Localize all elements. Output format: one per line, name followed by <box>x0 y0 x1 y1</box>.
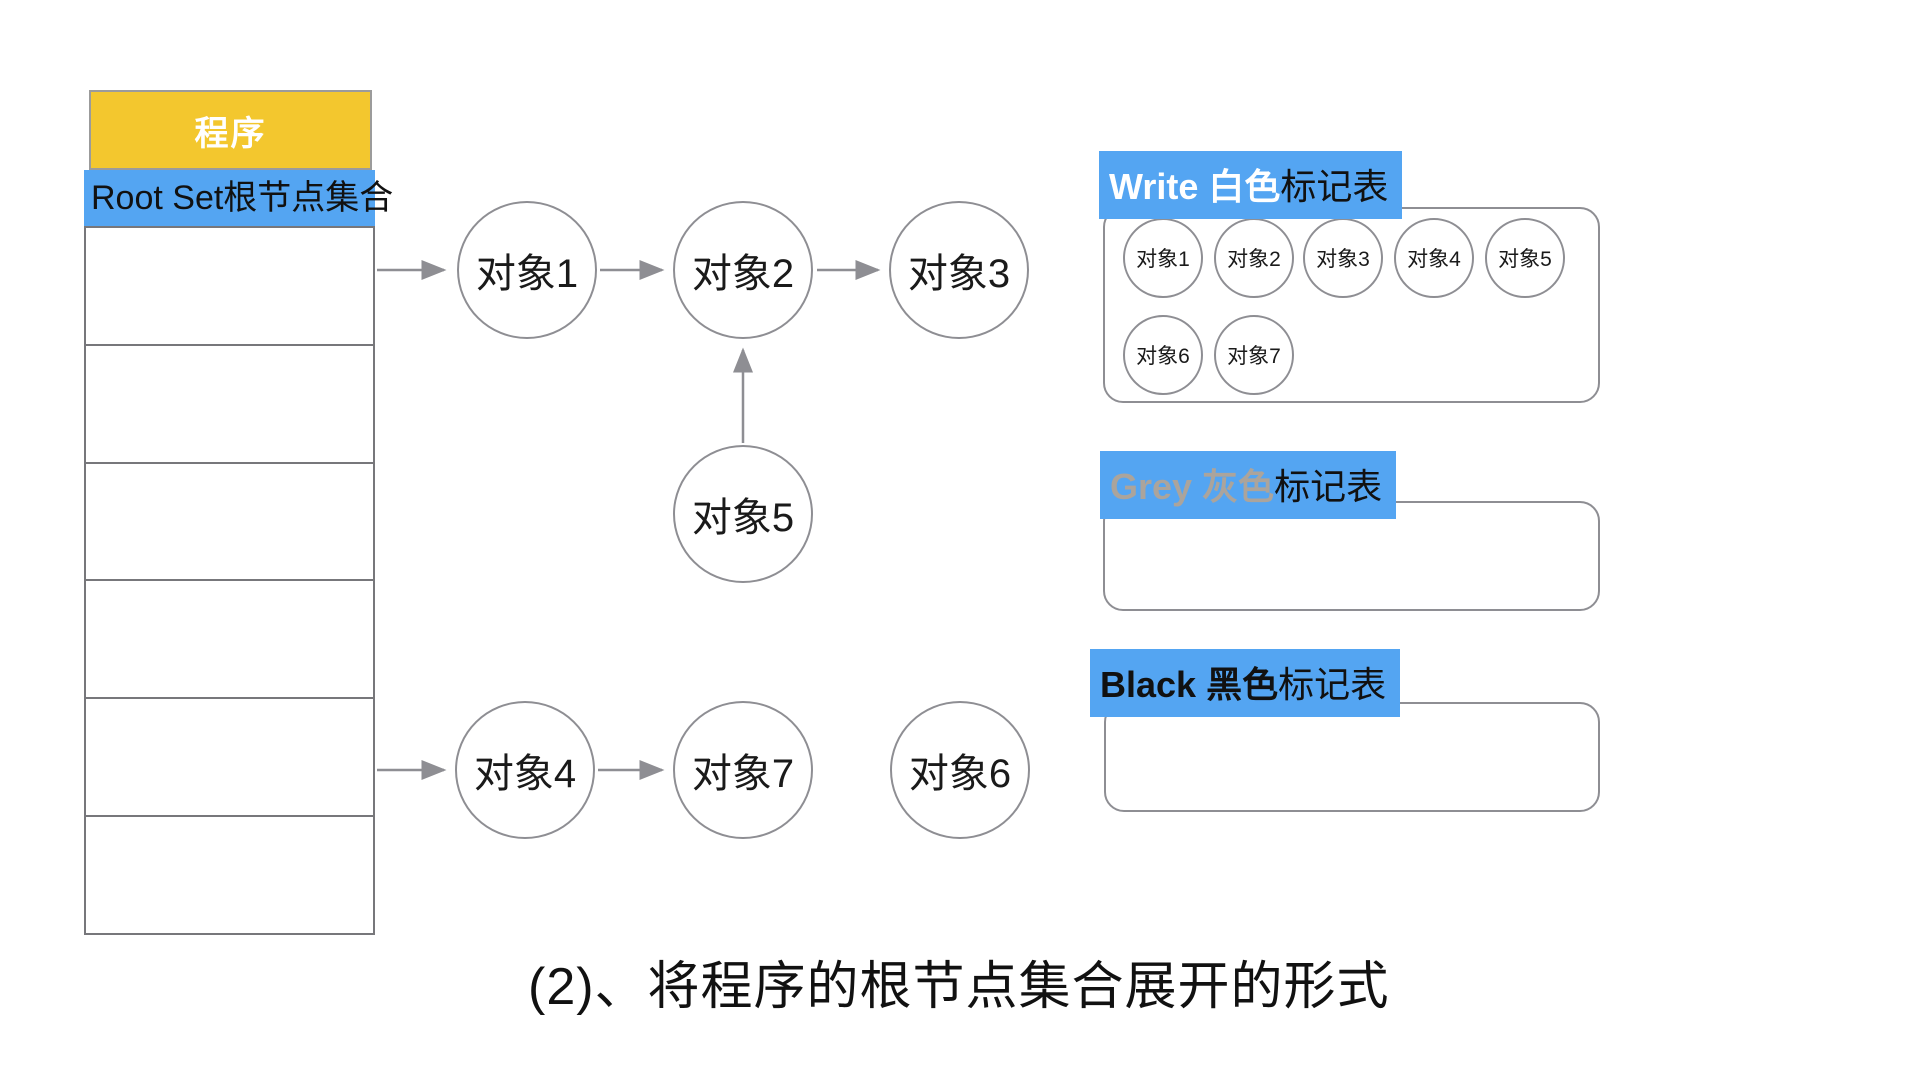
white-item-obj7-label: 对象7 <box>1227 345 1281 368</box>
memory-row <box>86 579 373 697</box>
node-obj2-label: 对象2 <box>691 252 795 296</box>
white-item-obj2-label: 对象2 <box>1227 248 1281 271</box>
grey-mark-title-suffix: 标记表 <box>1274 466 1383 507</box>
grey-mark-table-title: Grey 灰色标记表 <box>1100 451 1397 519</box>
node-obj6-label: 对象6 <box>908 752 1012 796</box>
memory-row <box>86 228 373 344</box>
black-mark-title-colored: Black 黑色 <box>1100 664 1279 705</box>
node-obj1: 对象1 <box>457 201 597 339</box>
program-header-label: 程序 <box>194 114 267 153</box>
white-mark-table-title: Write 白色标记表 <box>1099 151 1403 219</box>
white-table-item-obj2: 对象2 <box>1214 218 1294 298</box>
white-table-item-obj1: 对象1 <box>1123 218 1203 298</box>
figure-caption: (2)、将程序的根节点集合展开的形式 <box>528 958 1390 1016</box>
root-set-label: Root Set根节点集合 <box>91 179 394 217</box>
grey-mark-title-colored: Grey 灰色 <box>1110 466 1275 507</box>
white-table-item-obj3: 对象3 <box>1303 218 1383 298</box>
program-header: 程序 <box>89 90 372 170</box>
white-table-item-obj6: 对象6 <box>1123 315 1203 395</box>
white-mark-title-colored: Write 白色 <box>1109 166 1281 207</box>
node-obj3: 对象3 <box>889 201 1029 339</box>
white-mark-table-box: 对象1 对象2 对象3 对象4 对象5 对象6 对象7 <box>1103 207 1600 403</box>
black-mark-table-title: Black 黑色标记表 <box>1090 649 1401 717</box>
white-item-obj4-label: 对象4 <box>1407 248 1461 271</box>
white-table-item-obj5: 对象5 <box>1485 218 1565 298</box>
white-table-item-obj4: 对象4 <box>1394 218 1474 298</box>
node-obj5: 对象5 <box>673 445 813 583</box>
white-item-obj3-label: 对象3 <box>1316 248 1370 271</box>
node-obj7-label: 对象7 <box>691 752 795 796</box>
memory-row <box>86 343 373 462</box>
node-obj3-label: 对象3 <box>907 252 1011 296</box>
memory-row <box>86 697 373 815</box>
white-mark-title-suffix: 标记表 <box>1280 166 1389 207</box>
node-obj7: 对象7 <box>673 701 813 839</box>
node-obj4: 对象4 <box>455 701 595 839</box>
memory-row <box>86 815 373 933</box>
black-mark-title-suffix: 标记表 <box>1278 664 1387 705</box>
memory-table <box>84 226 375 935</box>
node-obj5-label: 对象5 <box>691 496 795 540</box>
black-mark-table-box <box>1104 702 1600 812</box>
memory-row <box>86 461 373 580</box>
node-obj6: 对象6 <box>890 701 1030 839</box>
white-item-obj6-label: 对象6 <box>1136 345 1190 368</box>
node-obj1-label: 对象1 <box>475 252 579 296</box>
white-item-obj5-label: 对象5 <box>1498 248 1552 271</box>
root-set-row: Root Set根节点集合 <box>84 170 393 226</box>
white-item-obj1-label: 对象1 <box>1136 248 1190 271</box>
grey-mark-table-box <box>1103 501 1600 611</box>
white-table-item-obj7: 对象7 <box>1214 315 1294 395</box>
node-obj2: 对象2 <box>673 201 813 339</box>
node-obj4-label: 对象4 <box>473 752 577 796</box>
